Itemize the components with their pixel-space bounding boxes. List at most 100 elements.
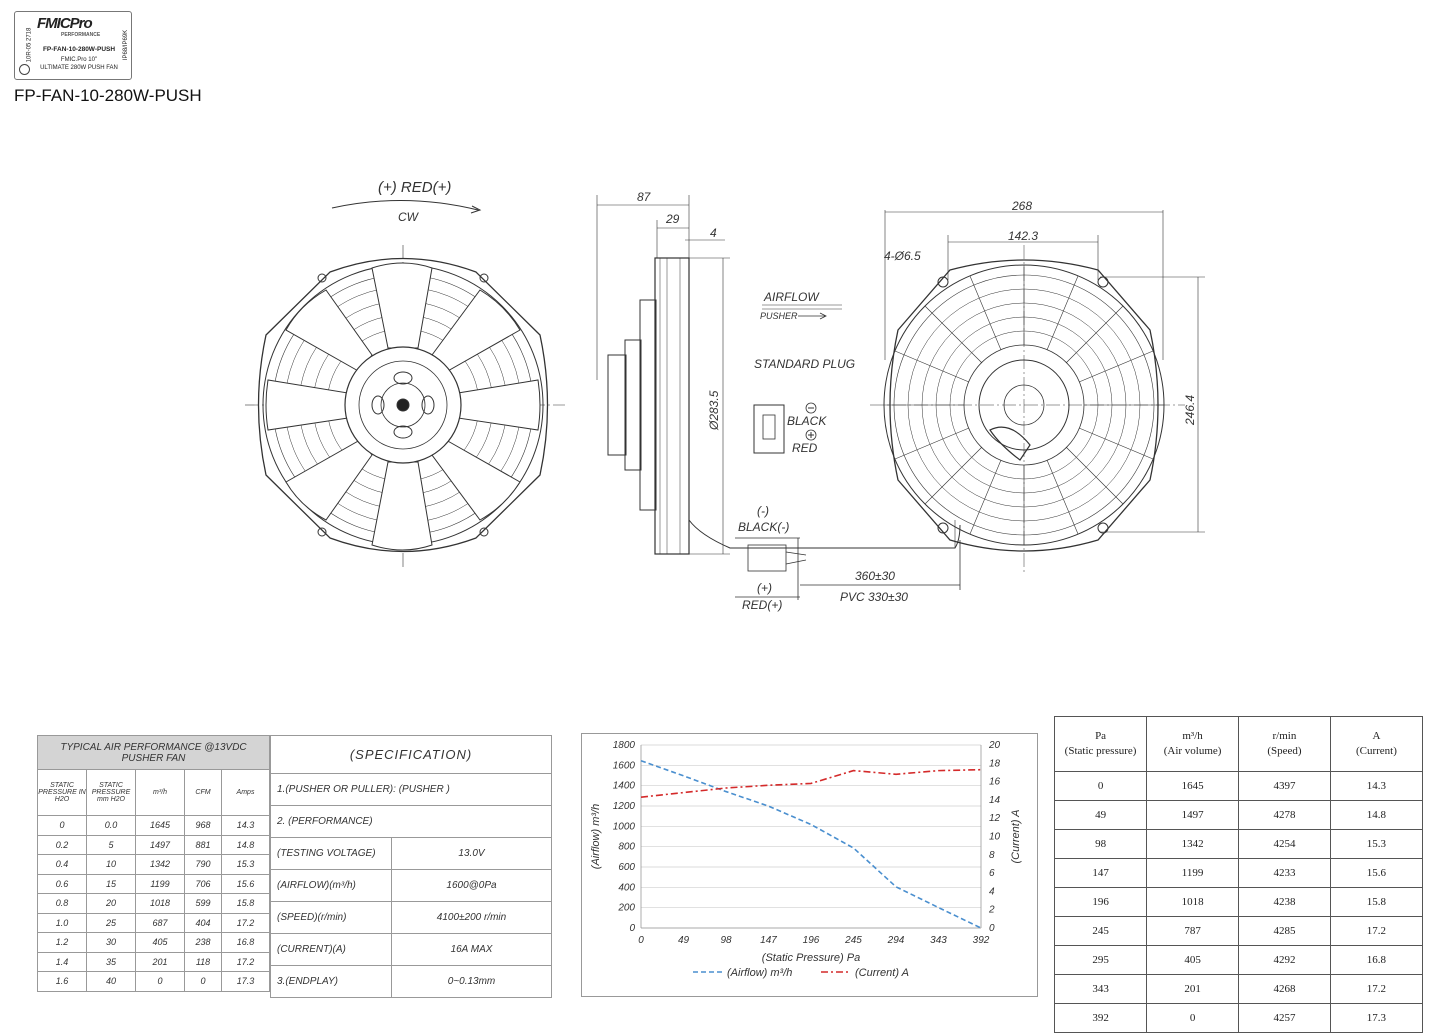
table-cell: 0 [135,971,185,992]
x-tick-label: 0 [638,935,644,946]
rotation-arrow [331,199,479,211]
x-axis-label: (Static Pressure) Pa [762,952,860,964]
table-cell: 1.4 [37,951,87,972]
table-cell: 14.8 [221,834,270,855]
y-tick-label-right: 12 [989,813,1001,824]
table-cell: 4292 [1238,945,1331,975]
table-cell: 20 [86,893,136,914]
product-label: FMICPro PERFORMANCE 10R-05 2718 IP68/IP6… [14,11,132,80]
x-tick-label: 294 [887,935,905,946]
spec-label: (TESTING VOLTAGE) [270,837,392,870]
table-cell: 15.3 [221,854,270,875]
table-cell: 147 [1053,858,1148,888]
table-cell: 1497 [1146,800,1240,830]
table-cell: 25 [86,912,136,933]
table-cell: 15.3 [1329,829,1424,859]
table-cell: 0 [184,971,222,992]
series-line-1 [640,768,982,798]
label-part-number: FP-FAN-10-280W-PUSH [42,46,116,53]
y-tick-label-left: 1800 [613,740,636,751]
label-desc-1: FMIC.Pro 10" [60,57,98,63]
spec-pusher: 1.(PUSHER OR PULLER): (PUSHER ) [270,773,552,806]
table-cell: 4285 [1238,916,1331,946]
page-title: FP-FAN-10-280W-PUSH [14,86,202,105]
table-cell: 0.4 [37,854,87,875]
table-cell: 4397 [1238,771,1331,801]
brand-logo-sub: PERFORMANCE [61,32,101,38]
data-header: m³/h(Air volume) [1146,716,1240,772]
brand-logo: FMICPro [37,15,93,32]
performance-chart: 0200400600800100012001400160018000246810… [590,740,1022,979]
wire-neg-label: (-) [757,504,769,518]
data-table: Pa(Static pressure) m³/h(Air volume) r/m… [1053,716,1424,1033]
performance-caption-line1: TYPICAL AIR PERFORMANCE @13VDC [60,741,247,753]
table-cell: 98 [1053,829,1148,859]
table-cell: 4268 [1238,974,1331,1004]
table-cell: 1199 [1146,858,1240,888]
table-cell: 0 [1053,771,1148,801]
side-dim-diameter: Ø283.5 [707,390,721,431]
y-tick-label-left: 400 [618,882,635,893]
wire-black-label: BLACK(-) [738,520,789,534]
table-cell: 201 [1146,974,1240,1004]
y-tick-label-right: 4 [989,886,995,897]
rear-dim-height: 246.4 [1183,395,1197,426]
plug-black-label: BLACK [787,414,827,428]
wire-red-label: RED(+) [742,598,782,612]
y-tick-label-right: 20 [988,740,1001,751]
wire-harness [735,537,961,600]
plug-red-label: RED [792,441,818,455]
table-cell: 0.6 [37,873,87,894]
table-cell: 1342 [1146,829,1240,859]
perf-header: Amps [221,769,270,816]
y-tick-label-right: 6 [989,868,995,879]
y-tick-label-left: 0 [629,923,635,934]
y-tick-label-right: 2 [988,905,995,916]
table-cell: 35 [86,951,136,972]
table-cell: 49 [1053,800,1148,830]
table-cell: 16.8 [1329,945,1424,975]
x-tick-label: 245 [844,935,862,946]
table-cell: 599 [184,893,222,914]
x-tick-label: 147 [760,935,777,946]
table-cell: 15 [86,873,136,894]
rear-dim-hole-span: 142.3 [1008,229,1038,243]
series-line-0 [640,760,982,929]
table-cell: 1.2 [37,932,87,953]
spec-value: 1600@0Pa [391,869,552,902]
table-cell: 15.6 [1329,858,1424,888]
table-cell: 1.6 [37,971,87,992]
minus-icon [805,402,817,414]
airflow-label: AIRFLOW [763,290,820,304]
data-header: Pa(Static pressure) [1053,716,1148,772]
plug-label: STANDARD PLUG [754,357,855,371]
table-cell: 1018 [1146,887,1240,917]
side-dim-shroud: 29 [665,212,680,226]
spec-label: (CURRENT)(A) [270,933,392,966]
y-tick-label-left: 1600 [613,760,636,771]
perf-header: STATIC PRESSURE mm H2O [86,769,136,816]
table-cell: 881 [184,834,222,855]
y-tick-label-right: 18 [989,758,1001,769]
table-cell: 40 [86,971,136,992]
wire-pvc-label: PVC 330±30 [840,590,908,604]
table-cell: 0.8 [37,893,87,914]
table-cell: 17.2 [1329,916,1424,946]
spec-value: 16A MAX [391,933,552,966]
table-cell: 1645 [1146,771,1240,801]
y-tick-label-right: 0 [989,923,995,934]
spec-performance: 2. (PERFORMANCE) [270,805,552,838]
performance-caption-line2: PUSHER FAN [121,752,186,764]
table-cell: 4254 [1238,829,1331,859]
rear-view [870,210,1205,572]
